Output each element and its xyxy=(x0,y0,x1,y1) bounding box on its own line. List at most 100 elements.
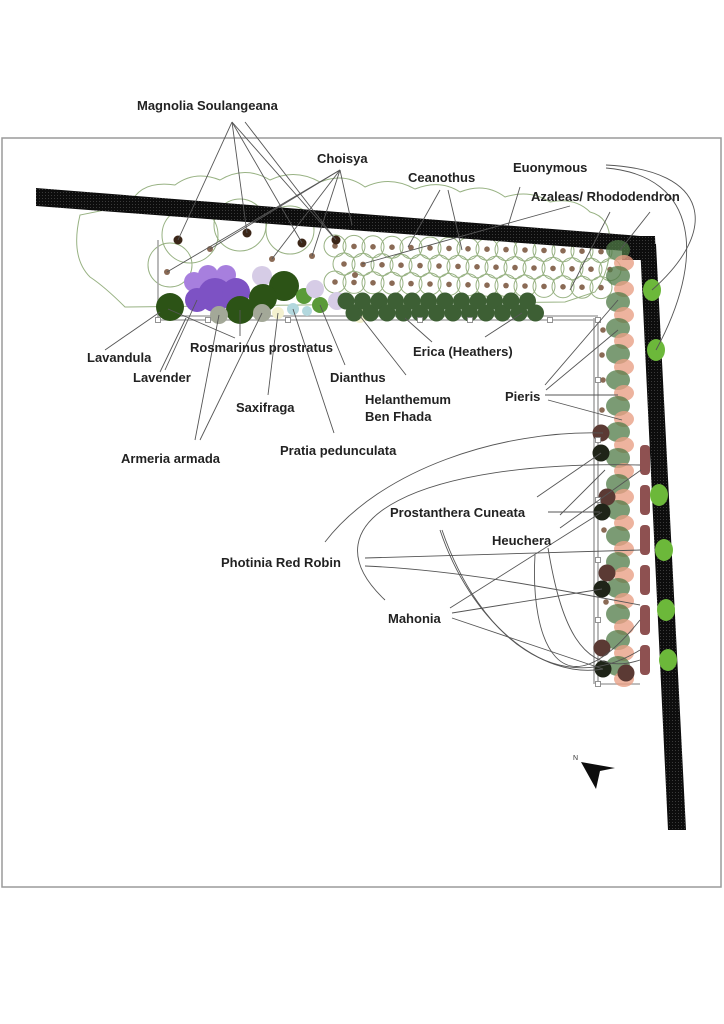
shrub-dot xyxy=(560,248,566,254)
euonymous-plant xyxy=(659,649,677,671)
leader-ceanothus xyxy=(407,189,441,248)
label-pieris: Pieris xyxy=(505,389,540,404)
leader-photinia xyxy=(324,432,604,543)
label-saxifraga: Saxifraga xyxy=(236,400,295,415)
erica-plant xyxy=(444,304,462,322)
leader-azaleas xyxy=(569,211,611,291)
label-magnolia: Magnolia Soulangeana xyxy=(137,98,279,113)
shrub-dot xyxy=(484,246,490,252)
erica-plant xyxy=(345,304,363,322)
edge-posts xyxy=(155,317,601,687)
erica-plant xyxy=(420,292,437,310)
leader-mahonia xyxy=(357,464,641,601)
leader-magnolia xyxy=(231,121,248,234)
erica-plant xyxy=(354,292,371,310)
label-heuchera: Heuchera xyxy=(492,533,552,548)
edge-post xyxy=(205,317,211,323)
shrub-dot xyxy=(379,262,385,268)
shrub-dot xyxy=(600,377,606,383)
leader-pieris xyxy=(545,329,619,391)
leader-magnolia xyxy=(231,121,303,244)
label-rosmarinus: Rosmarinus prostratus xyxy=(190,340,333,355)
leader-armeria xyxy=(199,312,263,441)
leader-choisya xyxy=(271,169,341,260)
label-choisya: Choisya xyxy=(317,151,368,166)
magnolia-canopy xyxy=(147,242,193,288)
shrub-dot xyxy=(370,244,376,250)
leader-armeria xyxy=(194,314,220,441)
heuchera-plant xyxy=(640,445,650,475)
shrub-dot xyxy=(599,407,605,413)
shrub-dot xyxy=(522,247,528,253)
label-ceanothus: Ceanothus xyxy=(408,170,475,185)
edge-post xyxy=(595,497,601,503)
drawing-frame xyxy=(1,137,722,888)
shrub-dot xyxy=(427,281,433,287)
leader-mahonia xyxy=(449,511,603,609)
erica-plant xyxy=(378,304,396,322)
shrub-dot xyxy=(427,245,433,251)
shrub-dot xyxy=(351,243,357,250)
north-label: N xyxy=(573,755,578,762)
erica-plant xyxy=(519,292,536,310)
shrub-dot xyxy=(601,527,607,533)
leader-magnolia xyxy=(177,121,233,241)
shrub-dot xyxy=(541,247,547,254)
edge-post xyxy=(155,317,161,323)
leader-mahonia xyxy=(439,529,604,671)
shrub-dot xyxy=(560,284,566,290)
leader-choisya xyxy=(339,169,353,226)
leader-prostanthera xyxy=(559,469,606,516)
shrub-dot xyxy=(598,284,604,291)
fence-top xyxy=(36,188,640,252)
photinia-plant xyxy=(598,488,616,506)
shrub-dot xyxy=(541,283,547,290)
leader-magnolia xyxy=(244,121,337,241)
magnolia-canopy xyxy=(265,205,315,255)
labels: Magnolia Soulangeana Choisya Ceanothus E… xyxy=(87,98,680,626)
rosmarinus-plant xyxy=(249,284,277,312)
shrub-dot xyxy=(579,284,585,291)
shrub-dot xyxy=(360,261,366,268)
leader-euonymous xyxy=(507,186,521,227)
photinia-plant xyxy=(593,639,611,657)
shrub-dot xyxy=(474,264,480,270)
leader-dianthus xyxy=(319,304,346,366)
label-photinia: Photinia Red Robin xyxy=(221,555,341,570)
shrub-cell xyxy=(589,276,613,300)
leader-pieris xyxy=(544,299,619,386)
shrub-cell xyxy=(475,273,499,297)
leader-choisya xyxy=(311,169,341,257)
edge-post xyxy=(285,317,291,323)
shrub-dot xyxy=(522,283,528,289)
erica-plant xyxy=(436,292,454,310)
shrub-cell xyxy=(551,275,575,299)
leader-mahonia xyxy=(451,588,603,614)
photinia-plant xyxy=(598,564,616,582)
mahonia-plant xyxy=(593,503,611,521)
edge-post xyxy=(467,317,473,323)
edge-post xyxy=(595,437,601,443)
shrub-dot xyxy=(603,599,609,605)
fence xyxy=(36,188,686,830)
shrub-dot xyxy=(436,263,442,269)
erica-plant xyxy=(411,304,429,322)
shrub-dot xyxy=(598,248,604,255)
north-arrow-icon xyxy=(581,762,615,789)
erica-plant xyxy=(428,304,445,322)
shrub-dot xyxy=(503,282,509,289)
erica-plant xyxy=(469,292,487,310)
leader-pieris xyxy=(547,399,623,421)
leader-magnolia xyxy=(231,121,337,241)
shrub-dot xyxy=(408,244,414,251)
pratia-plant xyxy=(302,306,312,316)
leader-euonymous xyxy=(605,167,688,351)
euonymous-plant xyxy=(650,484,668,506)
euonymous-plant xyxy=(655,539,673,561)
heuchera-plant xyxy=(640,645,650,675)
leader-mahonia xyxy=(451,617,604,670)
fence-right xyxy=(640,244,686,830)
leader-photinia xyxy=(364,549,641,559)
edge-post xyxy=(595,617,601,623)
